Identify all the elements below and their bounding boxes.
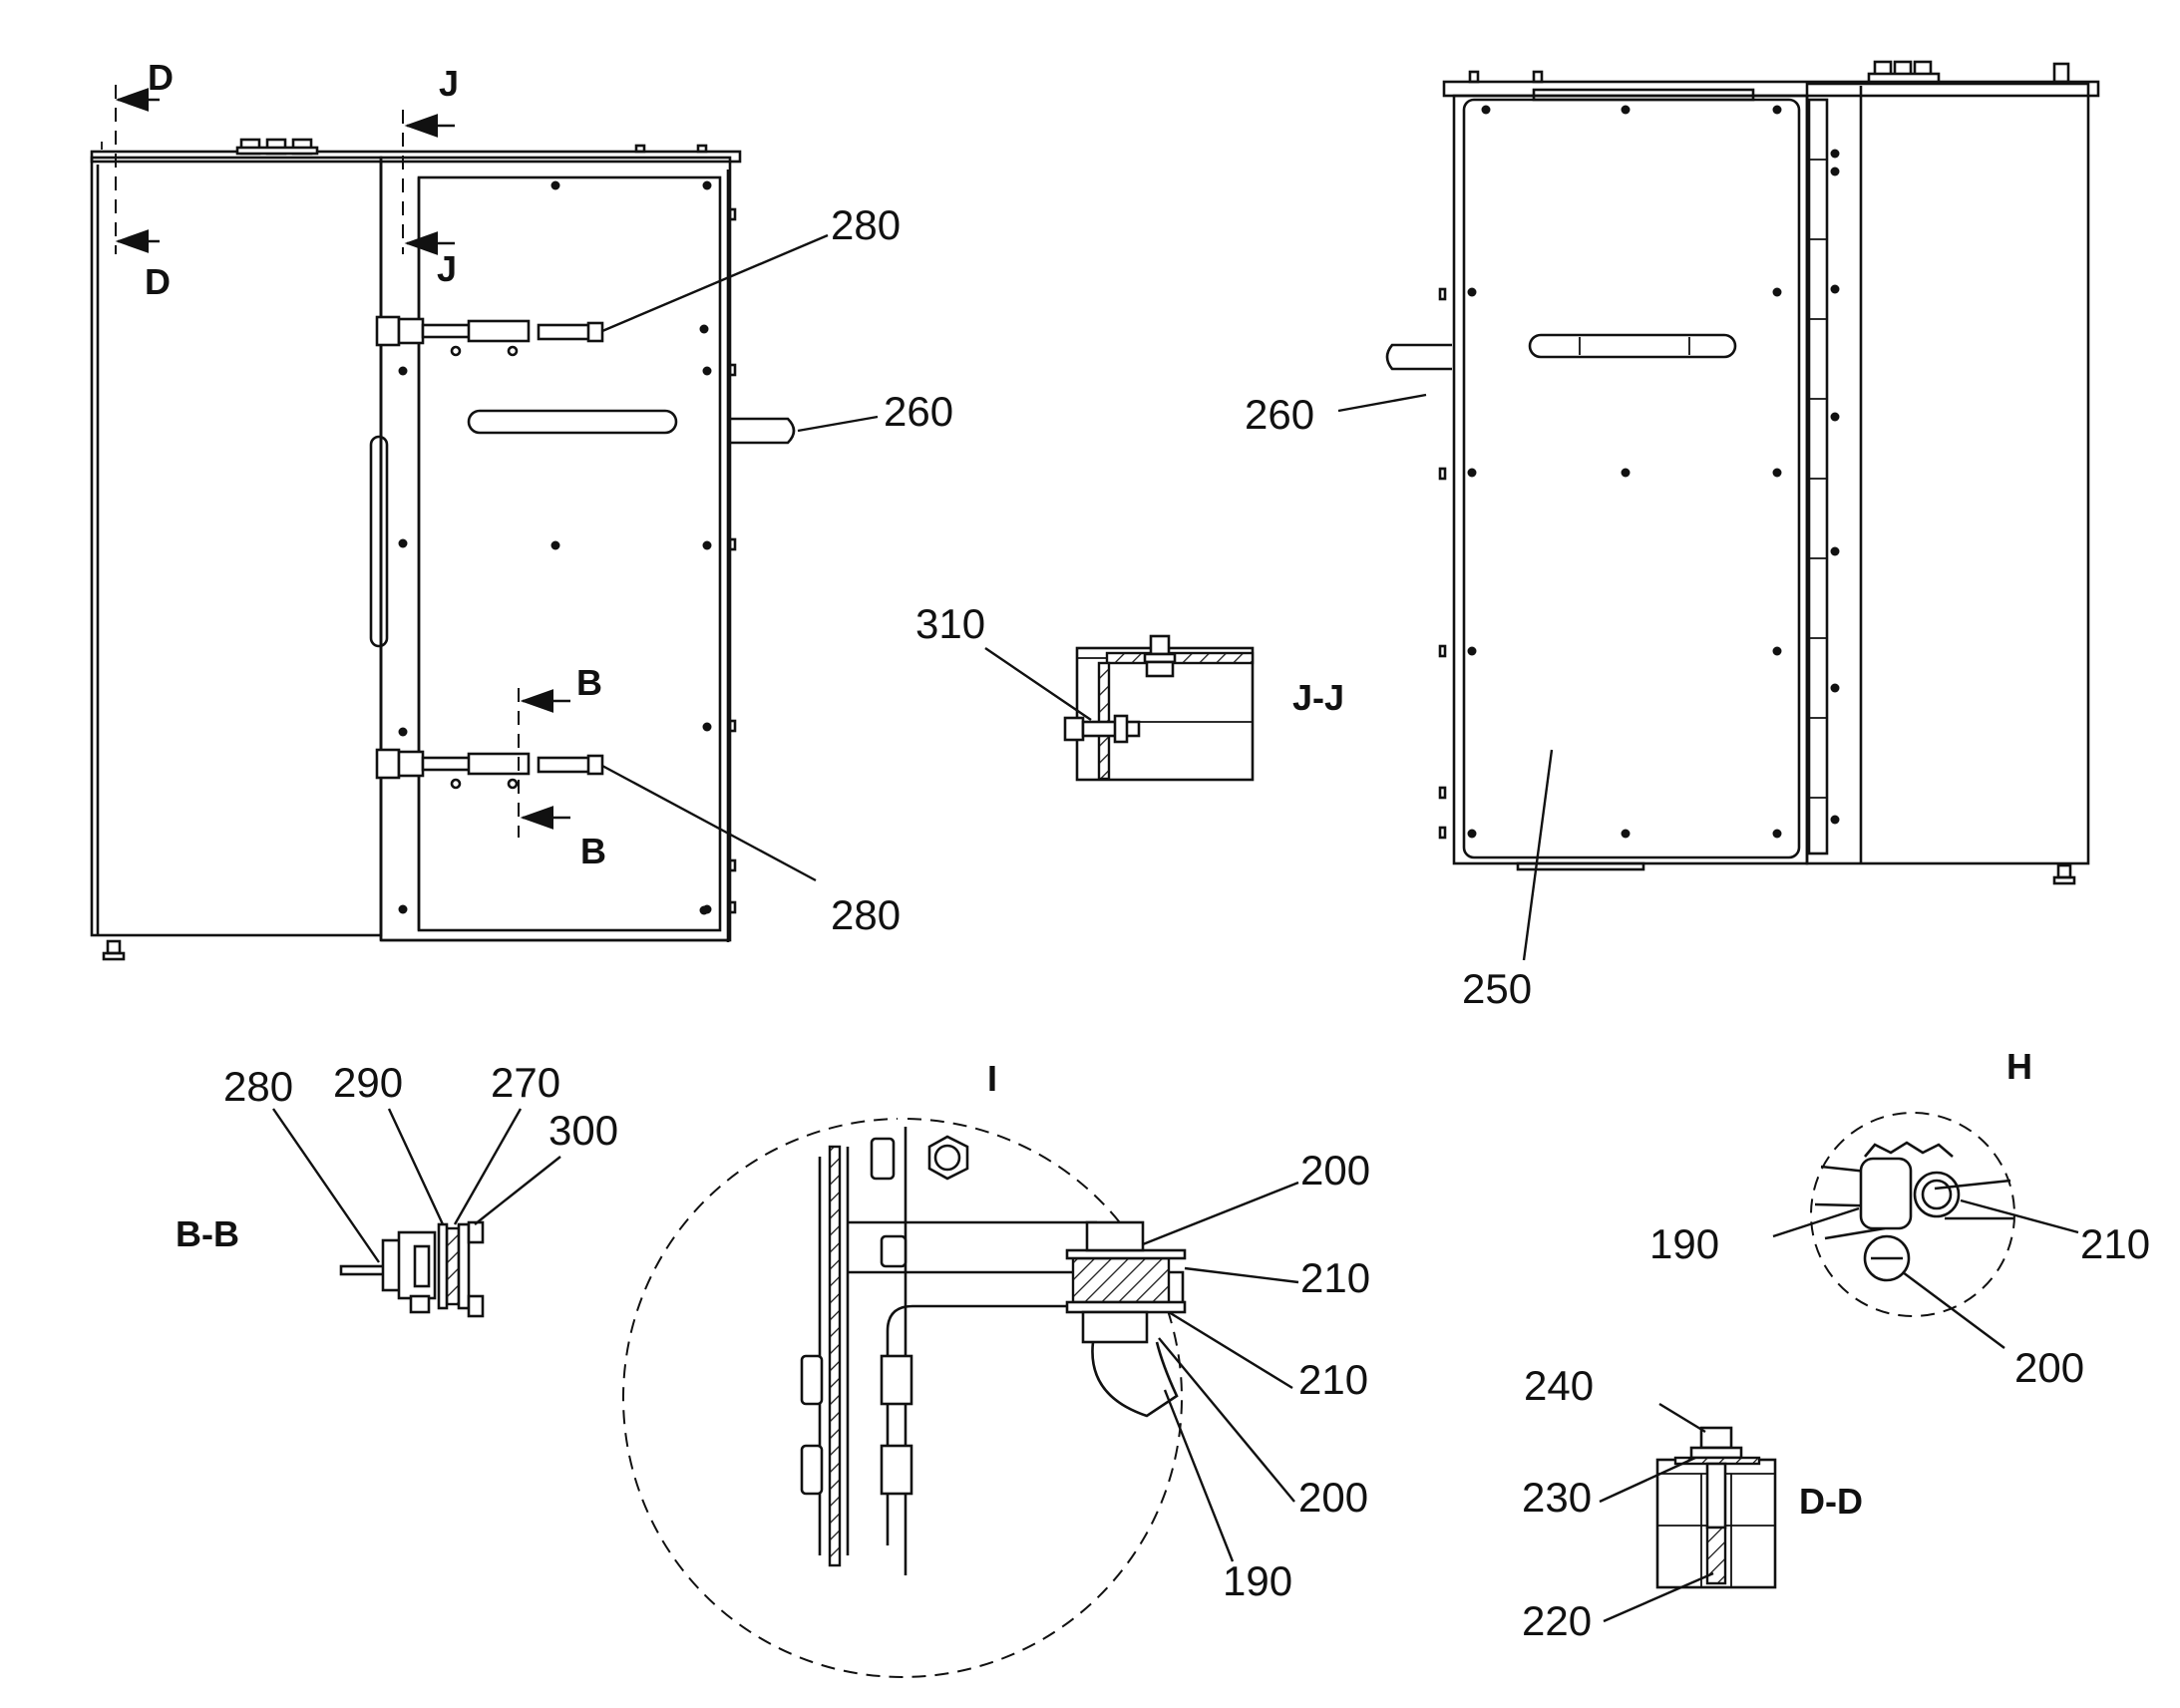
callout-dd-240: 240	[1524, 1362, 1594, 1409]
callout-front-280-bottom: 280	[831, 891, 901, 938]
section-label-j-top: J	[439, 63, 459, 104]
detail-i	[622, 1118, 1299, 1678]
section-label-j-bottom: J	[437, 248, 457, 289]
callout-i-200-top: 200	[1300, 1147, 1370, 1194]
callout-side-250: 250	[1462, 965, 1532, 1012]
callout-dd-230: 230	[1522, 1474, 1592, 1521]
front-view	[90, 85, 879, 961]
section-label-b-bottom: B	[580, 831, 606, 871]
callout-front-280-top: 280	[831, 201, 901, 248]
section-label-dd: D-D	[1799, 1481, 1863, 1522]
cable-glands-front	[235, 138, 319, 156]
side-view	[1337, 60, 2100, 961]
hinge-segments	[1809, 159, 1827, 799]
detail-label-h: H	[2006, 1046, 2032, 1087]
callout-i-200-bottom: 200	[1298, 1474, 1368, 1521]
door-screws	[398, 180, 712, 915]
callout-jj-310: 310	[915, 600, 985, 647]
callout-i-210-bottom: 210	[1298, 1356, 1368, 1403]
section-label-d-top: D	[148, 57, 174, 98]
edge-bolts	[728, 207, 737, 914]
section-label-jj: J-J	[1292, 677, 1344, 718]
detail-label-i: I	[987, 1058, 997, 1099]
callout-bb-290: 290	[333, 1059, 403, 1106]
section-label-bb: B-B	[176, 1213, 239, 1254]
toggle-latch-bottom	[375, 748, 604, 790]
callout-bb-300: 300	[548, 1107, 618, 1154]
callout-i-190: 190	[1223, 1557, 1292, 1604]
callout-dd-220: 220	[1522, 1597, 1592, 1644]
section-dd	[1599, 1402, 1777, 1623]
detail-h	[1772, 1112, 2079, 1349]
callout-side-260: 260	[1245, 391, 1314, 438]
section-jj	[984, 634, 1255, 782]
callout-h-210: 210	[2080, 1220, 2150, 1267]
callout-h-200: 200	[2014, 1344, 2084, 1391]
callout-bb-280: 280	[223, 1063, 293, 1110]
callout-front-260: 260	[884, 388, 953, 435]
section-label-d-bottom: D	[145, 261, 171, 302]
callout-h-190: 190	[1649, 1220, 1719, 1267]
side-door-screws	[1467, 105, 1840, 839]
section-label-b-top: B	[576, 662, 602, 703]
section-bb	[272, 1108, 561, 1318]
callout-i-210-top: 210	[1300, 1254, 1370, 1301]
toggle-latch-top	[375, 315, 604, 357]
callout-bb-270: 270	[491, 1059, 560, 1106]
